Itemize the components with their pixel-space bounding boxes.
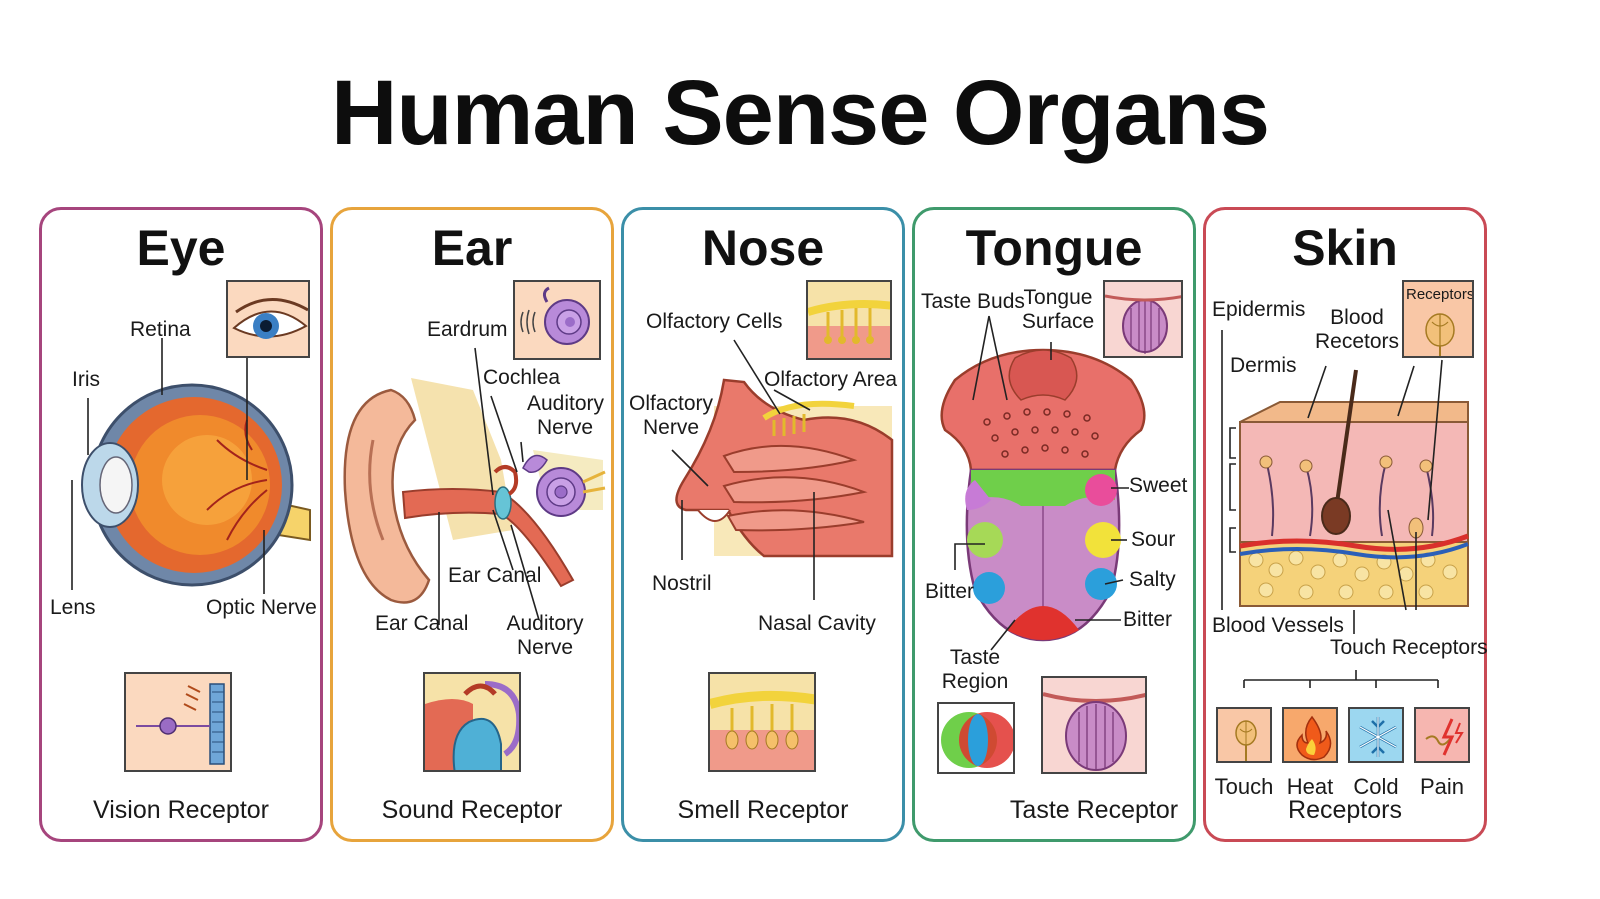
- tongue-surface-label: Tongue Surface: [1021, 286, 1095, 333]
- olfactory-nerve-label: Olfactory Nerve: [628, 392, 714, 439]
- touch-receptor-label: Touch: [1214, 774, 1274, 799]
- tongue-caption: Taste Receptor: [1009, 796, 1179, 824]
- smell-receptor-image: [708, 672, 816, 772]
- ear-canal-label: Ear Canal: [375, 612, 469, 635]
- eye-diagram: [71, 338, 311, 594]
- tongue-panel: Tongue: [912, 207, 1196, 842]
- eye-caption: Vision Receptor: [92, 796, 270, 824]
- olfactory-area-label: Olfactory Area: [764, 368, 898, 391]
- eye-inset-image: [226, 280, 310, 358]
- taste-buds-label: Taste Buds: [921, 290, 1025, 313]
- skin-caption: Receptors: [1288, 796, 1402, 824]
- heat-receptor-label: Heat: [1286, 774, 1334, 799]
- skin-panel-title: Skin: [1292, 220, 1398, 276]
- taste-region-label: Taste Region: [941, 646, 1009, 693]
- skin-diagram: [1221, 330, 1469, 688]
- lens-label: Lens: [50, 596, 96, 619]
- nasal-cavity-label: Nasal Cavity: [758, 612, 876, 635]
- ear-panel: Ear: [330, 207, 614, 842]
- nose-panel-title: Nose: [701, 220, 825, 276]
- touch-receptors-label: Touch Receptors: [1330, 636, 1488, 659]
- optic-nerve-label: Optic Nerve: [206, 596, 317, 619]
- pain-receptor-label: Pain: [1419, 774, 1465, 799]
- cochlea-label: Cochlea: [483, 366, 561, 389]
- taste-region-image: [937, 702, 1015, 774]
- olfactory-cells-label: Olfactory Cells: [646, 310, 783, 333]
- ear-panel-title: Ear: [431, 220, 513, 276]
- eardrum-label: Eardrum: [427, 318, 508, 341]
- ear-caption: Sound Receptor: [381, 796, 563, 824]
- skin-inset-image: Receptors: [1402, 280, 1474, 358]
- eye-panel: Eye Retina Iris Lens Optic Nerve: [39, 207, 323, 842]
- bitter-left-label: Bitter: [925, 580, 975, 603]
- nose-panel: Nose Olfactory Cells Olfactory Area O: [621, 207, 905, 842]
- nose-inset-image: [806, 280, 892, 360]
- tongue-inset-image: [1103, 280, 1183, 358]
- touch-receptor-image: [1216, 707, 1272, 763]
- auditory-nerve-bottom-label: Auditory Nerve: [506, 612, 584, 659]
- nose-diagram: [671, 339, 894, 600]
- tongue-diagram: [940, 315, 1146, 651]
- eye-panel-title: Eye: [136, 220, 226, 276]
- nostril-label: Nostril: [652, 572, 712, 595]
- ear-inset-image: [513, 280, 601, 360]
- iris-label: Iris: [72, 368, 100, 391]
- epidermis-label: Epidermis: [1212, 298, 1306, 321]
- skin-panel: Skin: [1203, 207, 1488, 842]
- vision-receptor-image: [124, 672, 232, 772]
- nose-caption: Smell Receptor: [677, 796, 849, 824]
- taste-receptor-image: [1041, 676, 1147, 774]
- ear-canal-middle-label: Ear Canal: [448, 564, 542, 587]
- receptors-inset-label: Receptors: [1406, 286, 1474, 303]
- cold-receptor-image: [1348, 707, 1404, 763]
- blood-recetors-label: Blood Recetors: [1314, 306, 1400, 353]
- tongue-panel-title: Tongue: [965, 220, 1143, 276]
- sweet-label: Sweet: [1129, 474, 1188, 497]
- cold-receptor-label: Cold: [1353, 774, 1399, 799]
- pain-receptor-image: [1414, 707, 1470, 763]
- sound-receptor-image: [423, 672, 521, 772]
- salty-label: Salty: [1129, 568, 1176, 591]
- ear-diagram: [343, 347, 606, 625]
- sour-label: Sour: [1131, 528, 1176, 551]
- auditory-nerve-top-label: Auditory Nerve: [527, 392, 605, 439]
- retina-label: Retina: [130, 318, 191, 341]
- heat-receptor-image: [1282, 707, 1338, 763]
- page-title: Human Sense Organs: [330, 62, 1270, 164]
- bitter-right-label: Bitter: [1123, 608, 1173, 631]
- blood-vessels-label: Blood Vessels: [1212, 614, 1344, 637]
- dermis-label: Dermis: [1230, 354, 1297, 377]
